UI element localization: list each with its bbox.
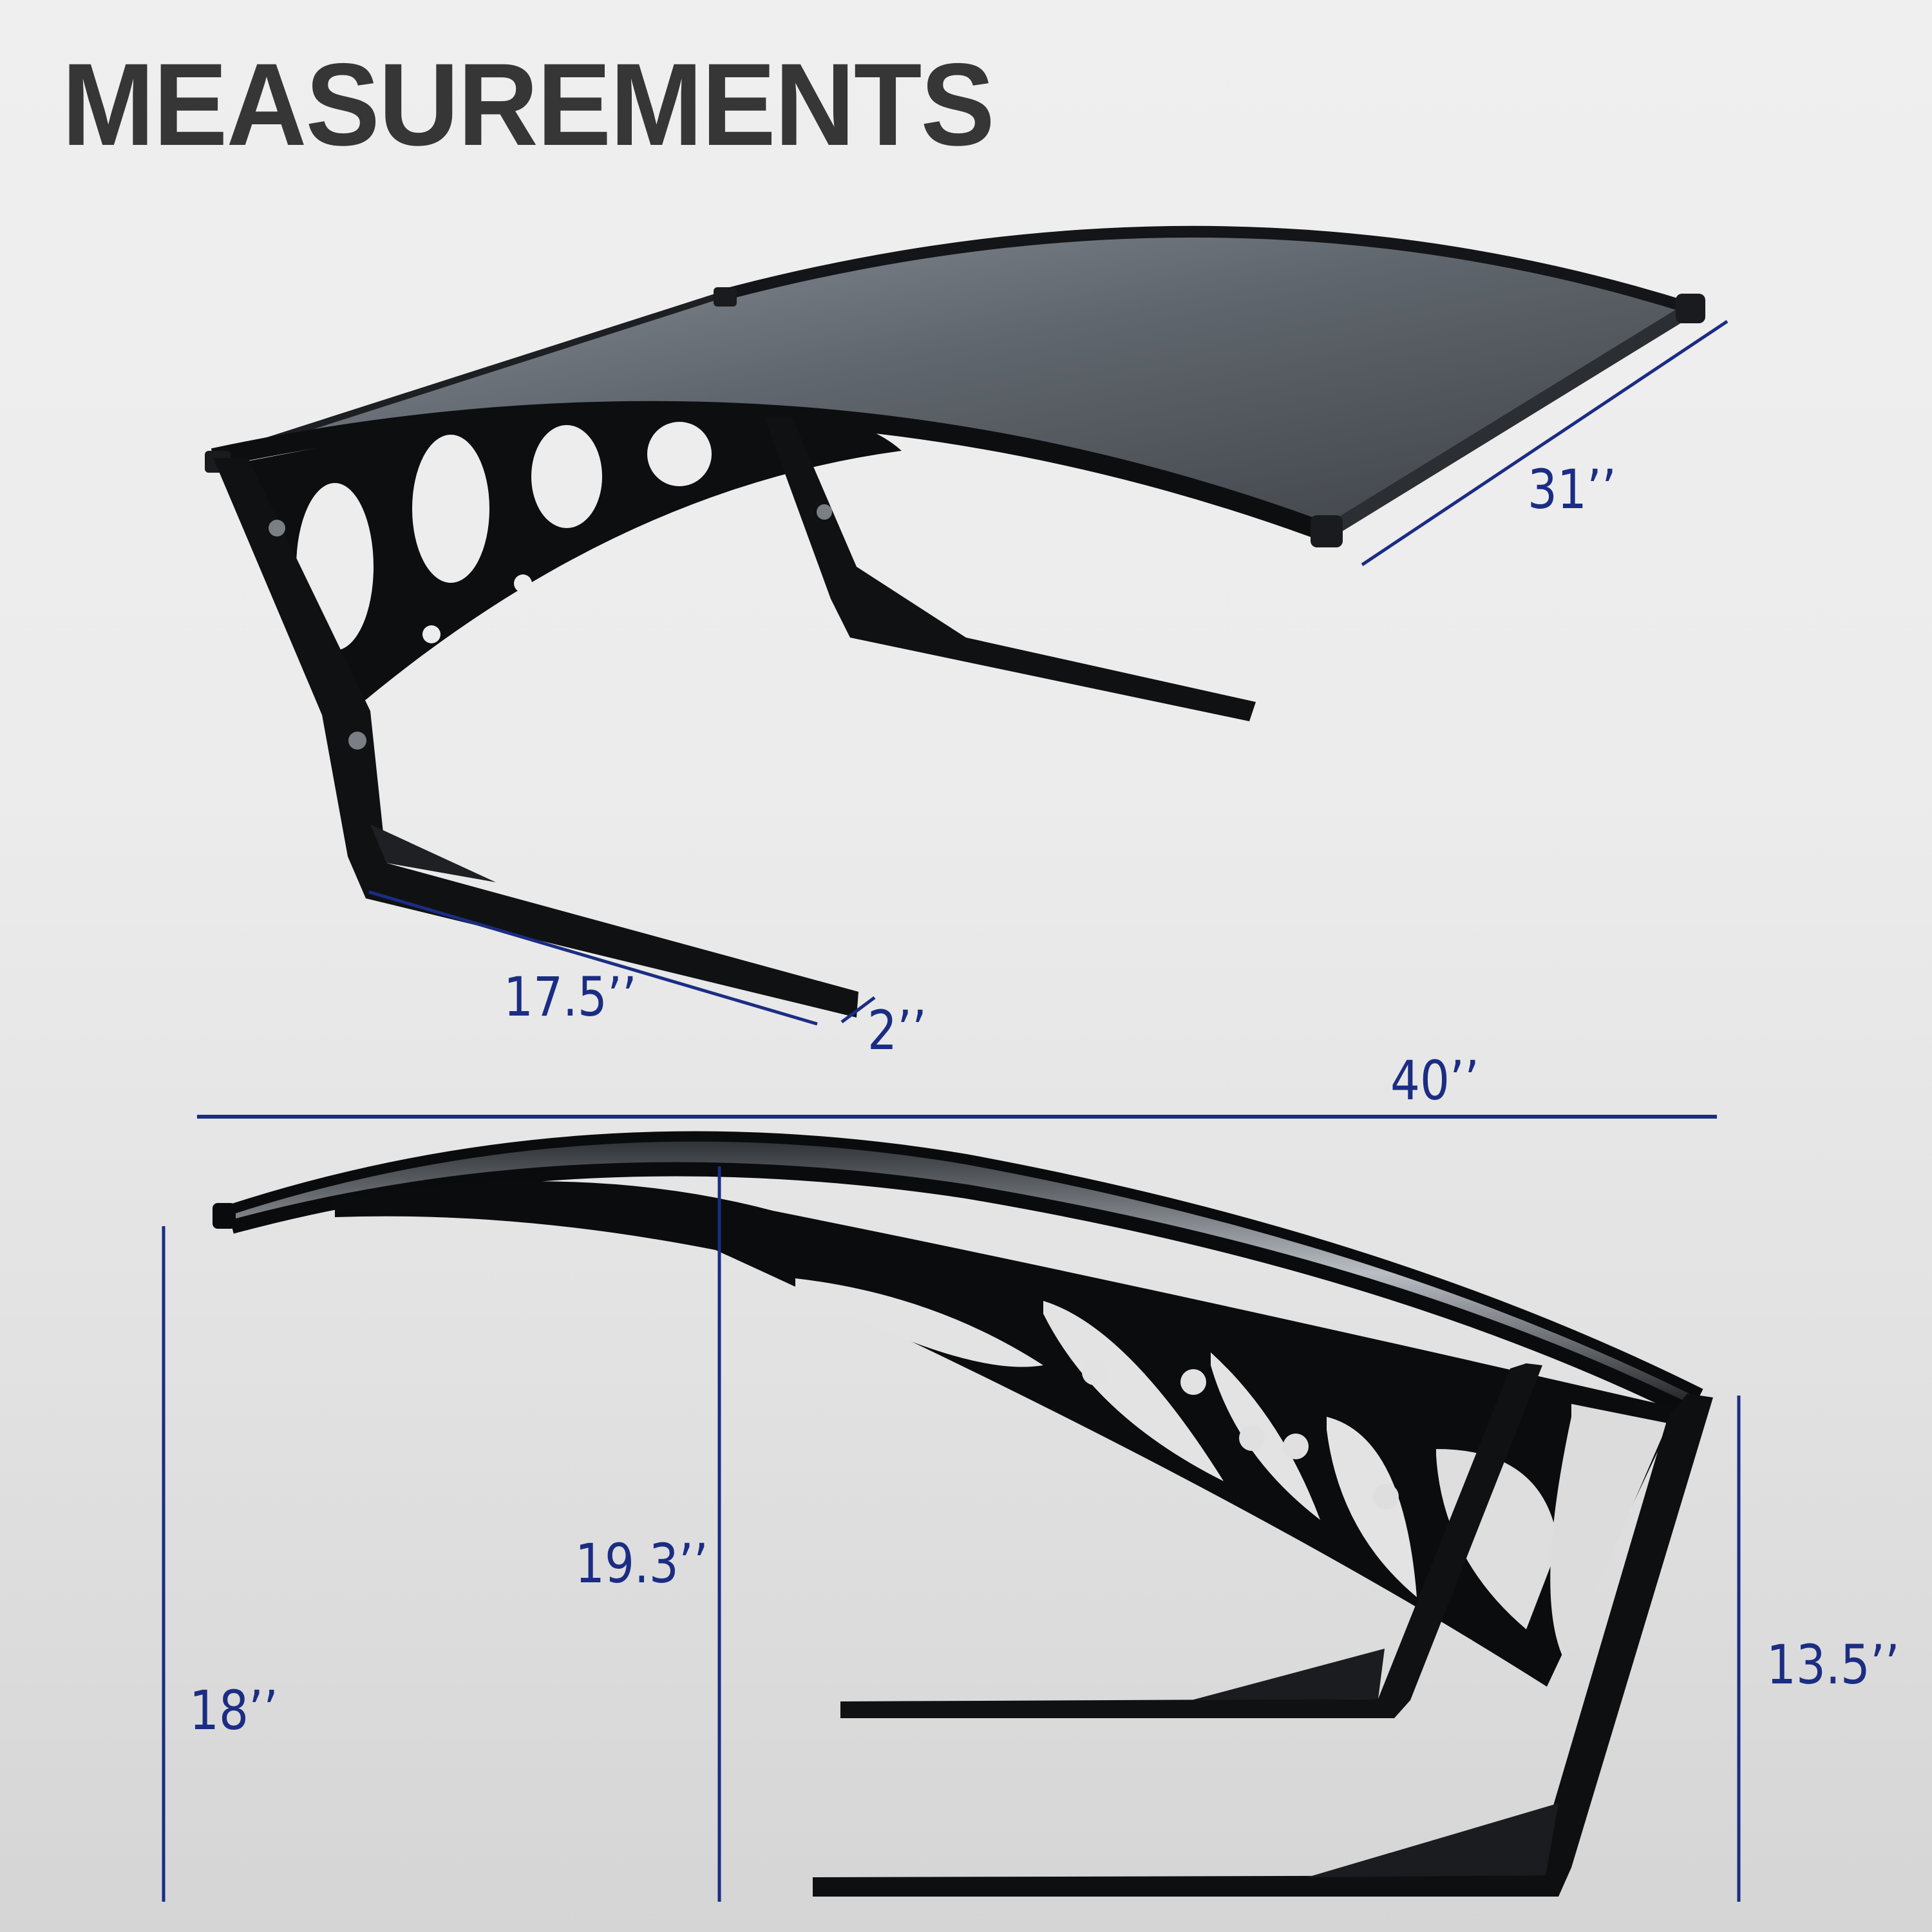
bracket-cutout [647,422,712,486]
bracket-cutout [412,435,489,583]
page-title: MEASUREMENTS [62,39,995,170]
canopy-side-view [213,1131,1713,1897]
canopy-left-rail [212,294,717,461]
dim-line-2 [840,996,876,1024]
end-cap [1311,515,1343,547]
bracket-cutout [1327,1417,1417,1597]
canopy-perspective-view [205,225,1705,1018]
left-leg [213,458,858,1018]
right-leg [764,417,1256,721]
end-cap [714,287,737,307]
dimension-lines [162,319,1741,1902]
canopy-rear-rail [714,225,1693,314]
dim-label-rear-height: 13.5’’ [1766,1633,1900,1696]
bracket-cutout [1043,1301,1224,1481]
dim-line-17-5 [368,890,818,1026]
end-cap [1676,294,1705,323]
dim-label-overall-length: 40’’ [1390,1049,1479,1112]
bracket-cutout [1211,1352,1320,1520]
dim-label-peak-height: 19.3’’ [575,1532,708,1595]
bracket-cutout [795,1278,1043,1367]
dim-label-depth: 31’’ [1528,458,1616,521]
front-bracket [219,404,902,715]
canopy-panel [213,231,1691,533]
dim-label-foot-width: 2’’ [867,999,927,1062]
bracket-cutout [531,425,602,528]
side-bracket [335,1181,1687,1687]
dim-line-31 [1361,319,1728,567]
dim-label-front-height: 18’’ [189,1679,278,1742]
dim-label-foot-length: 17.5’’ [504,965,637,1028]
canopy-side-rail [1323,302,1695,539]
bracket-cutout [1550,1404,1668,1662]
